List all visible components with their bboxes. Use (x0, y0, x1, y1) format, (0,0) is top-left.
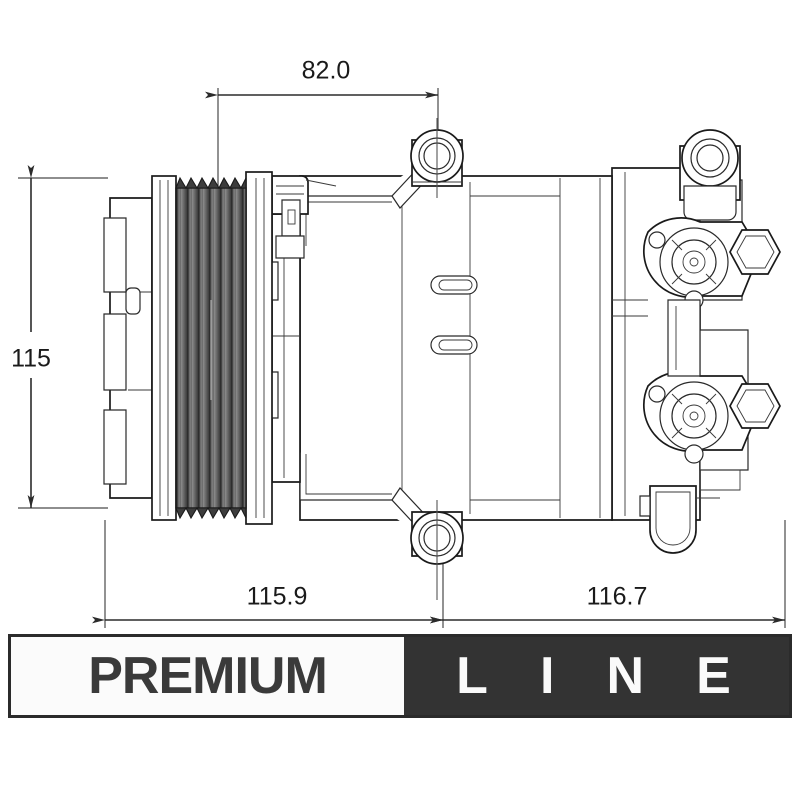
dimension-label-bottom-left: 115.9 (247, 583, 308, 611)
mounting-boss-bottom-front (410, 500, 464, 600)
premium-line-banner: PREMIUM L I N E (8, 634, 792, 718)
brand-line-letter-e: E (696, 647, 731, 705)
dimension-bottom-chain: 115.9 116.7 (92, 520, 786, 628)
mounting-boss-top-rear (679, 129, 741, 221)
brand-line-letter-i: I (539, 647, 555, 705)
bottom-bracket-tab (639, 485, 720, 554)
housing-slot-group (430, 275, 478, 355)
port-connecting-web (667, 299, 701, 377)
dimension-label-left-height: 115 (11, 345, 51, 373)
banner-dark-section: L I N E (404, 637, 789, 715)
serpentine-pulley-ribs (175, 176, 247, 520)
electrical-connector (271, 175, 337, 259)
dimension-left-height: 115 (11, 165, 108, 509)
brand-line-letter-n: N (606, 647, 645, 705)
banner-light-section: PREMIUM (11, 637, 404, 715)
front-neck (267, 213, 301, 483)
clutch-plate (103, 197, 153, 499)
hex-port-fitting-lower (643, 371, 781, 464)
dimension-top-width: 82.0 (205, 57, 439, 196)
front-housing (299, 151, 613, 547)
dimension-label-top-width: 82.0 (302, 57, 351, 85)
pulley-rim (151, 171, 273, 525)
brand-premium-text: PREMIUM (88, 647, 328, 705)
compressor-assembly (103, 118, 781, 600)
brand-line-letter-l: L (456, 647, 488, 705)
dimension-label-bottom-right: 116.7 (587, 583, 648, 611)
mounting-boss-top-front (410, 118, 464, 198)
rear-detail-shapes (612, 299, 741, 491)
